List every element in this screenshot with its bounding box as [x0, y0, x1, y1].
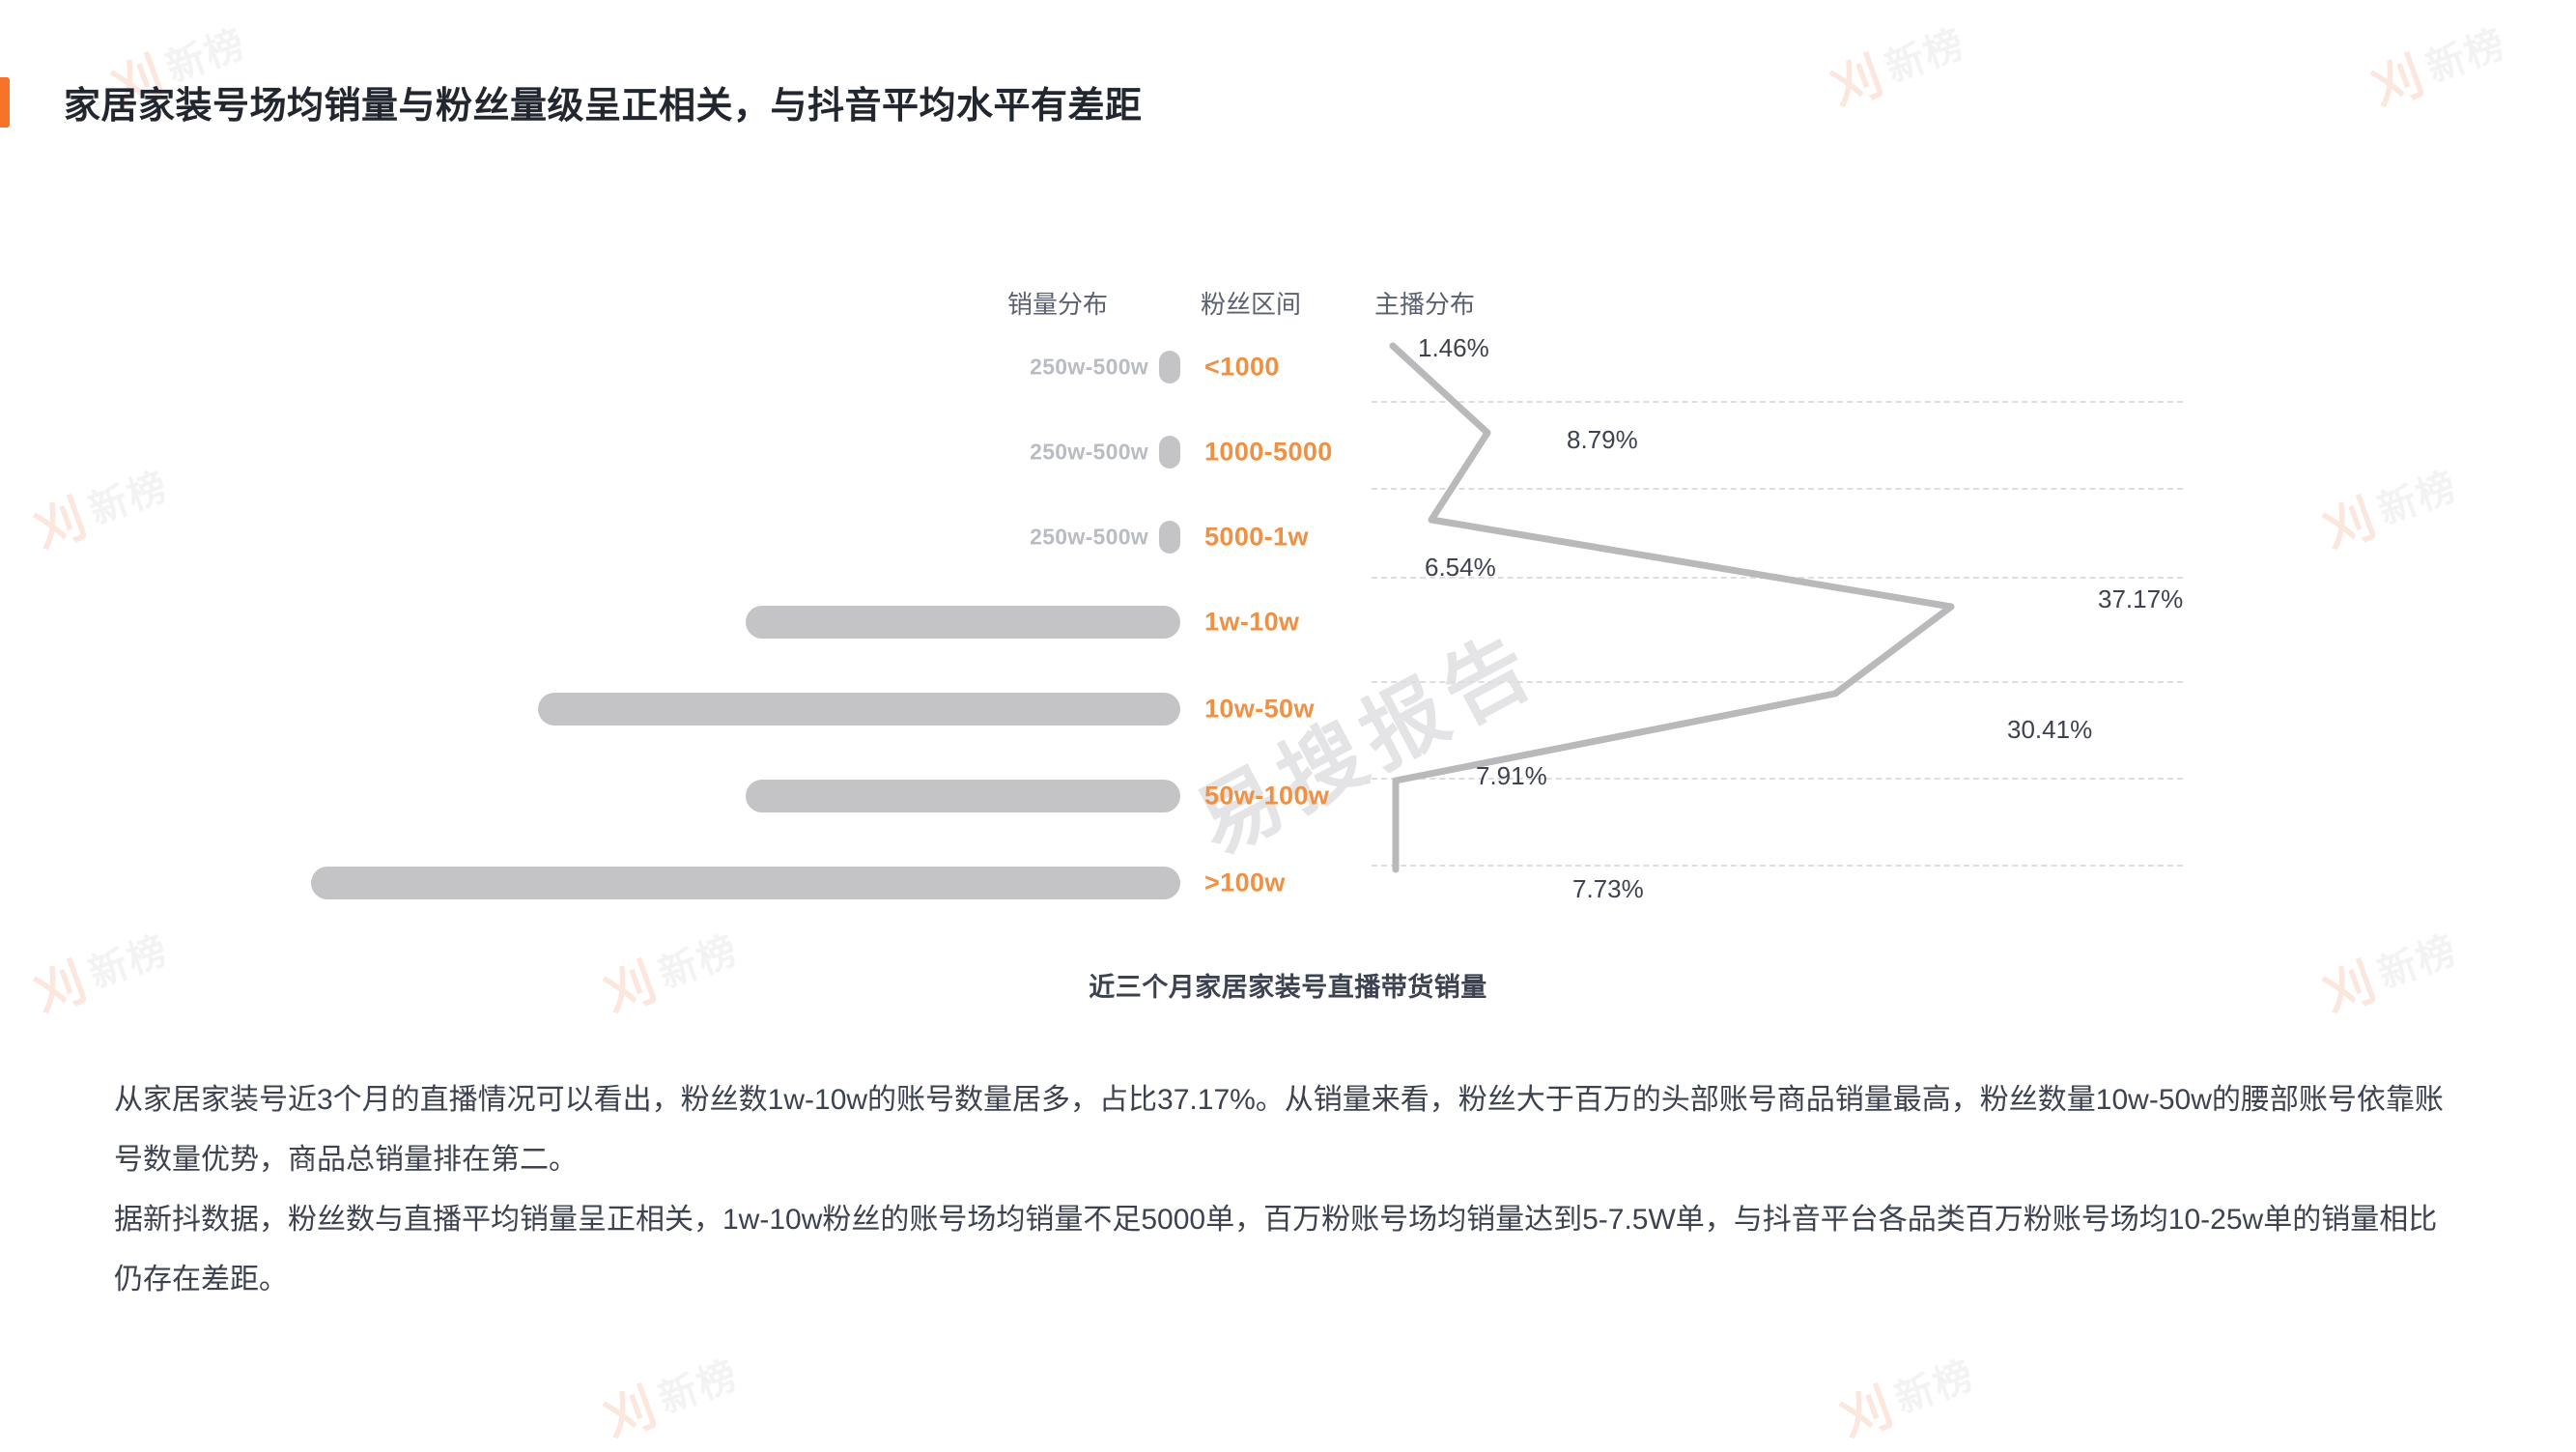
- table-row: 1亿-2.5亿 10w-50w: [0, 688, 2576, 730]
- title-accent-bar: [0, 76, 10, 128]
- percent-label: 7.73%: [1572, 874, 1644, 903]
- table-row: 250w-500w <1000: [0, 346, 2576, 388]
- sales-bar: [746, 606, 1180, 639]
- sales-fan-distribution-chart: 销量分布 粉丝区间 主播分布 250w-500w <1000 250w-500w…: [0, 290, 2576, 904]
- gridline: [1372, 681, 2183, 683]
- percent-label: 7.91%: [1476, 761, 1547, 790]
- sales-bar: [311, 867, 1180, 899]
- table-row: 7500w-1亿 50w-100w: [0, 775, 2576, 817]
- column-header-sales-distribution: 销量分布: [1007, 290, 1109, 319]
- sales-bar: [746, 780, 1180, 812]
- brand-watermark: 刈新榜: [597, 1352, 745, 1451]
- fan-range-label: 1w-10w: [1204, 607, 1300, 637]
- chart-caption: 近三个月家居家装号直播带货销量: [1089, 973, 1487, 1002]
- fan-range-label: <1000: [1204, 352, 1280, 382]
- paragraph: 据新抖数据，粉丝数与直播平均销量呈正相关，1w-10w粉丝的账号场均销量不足50…: [114, 1204, 2438, 1295]
- fan-range-label: 5000-1w: [1204, 522, 1309, 552]
- column-header-anchor-distribution: 主播分布: [1374, 290, 1476, 319]
- fan-range-label: >100w: [1204, 868, 1286, 897]
- sales-bar: [1159, 521, 1180, 554]
- percent-label: 8.79%: [1567, 425, 1638, 454]
- percent-label: 37.17%: [2098, 584, 2184, 613]
- table-row: 250w-500w 5000-1w: [0, 516, 2576, 558]
- anchor-distribution-line: [1389, 342, 1955, 873]
- gridline: [1372, 488, 2183, 490]
- gridline: [1372, 778, 2183, 780]
- page-title-text: 家居家装号场均销量与粉丝量级呈正相关，与抖音平均水平有差距: [64, 86, 1143, 127]
- gridline: [1372, 401, 2183, 403]
- bar-value-label: 250w-500w: [1030, 354, 1148, 380]
- bar-value-label: 250w-500w: [1030, 524, 1148, 550]
- table-row: 250w-500w 1000-5000: [0, 431, 2576, 473]
- percent-label: 6.54%: [1425, 553, 1496, 582]
- sales-bar: [1159, 351, 1180, 384]
- paragraph: 从家居家装号近3个月的直播情况可以看出，粉丝数1w-10w的账号数量居多，占比3…: [114, 1084, 2444, 1176]
- table-row: 2.5-5亿 >100w: [0, 862, 2576, 904]
- fan-range-label: 50w-100w: [1204, 781, 1330, 811]
- fan-range-label: 10w-50w: [1204, 694, 1315, 724]
- percent-label: 30.41%: [2007, 715, 2093, 744]
- fan-range-label: 1000-5000: [1204, 437, 1333, 467]
- page-title: 家居家装号场均销量与粉丝量级呈正相关，与抖音平均水平有差距: [0, 75, 1143, 128]
- sales-bar: [1159, 436, 1180, 469]
- table-row: 7500w-1亿 1w-10w: [0, 601, 2576, 643]
- brand-watermark: 刈新榜: [1833, 1352, 1981, 1451]
- sales-bar: [538, 693, 1180, 726]
- bar-value-label: 250w-500w: [1030, 439, 1148, 465]
- percent-label: 1.46%: [1418, 333, 1489, 362]
- column-header-fan-range: 粉丝区间: [1201, 290, 1302, 319]
- body-copy: 从家居家装号近3个月的直播情况可以看出，粉丝数1w-10w的账号数量居多，占比3…: [114, 1070, 2461, 1310]
- gridline: [1372, 865, 2183, 867]
